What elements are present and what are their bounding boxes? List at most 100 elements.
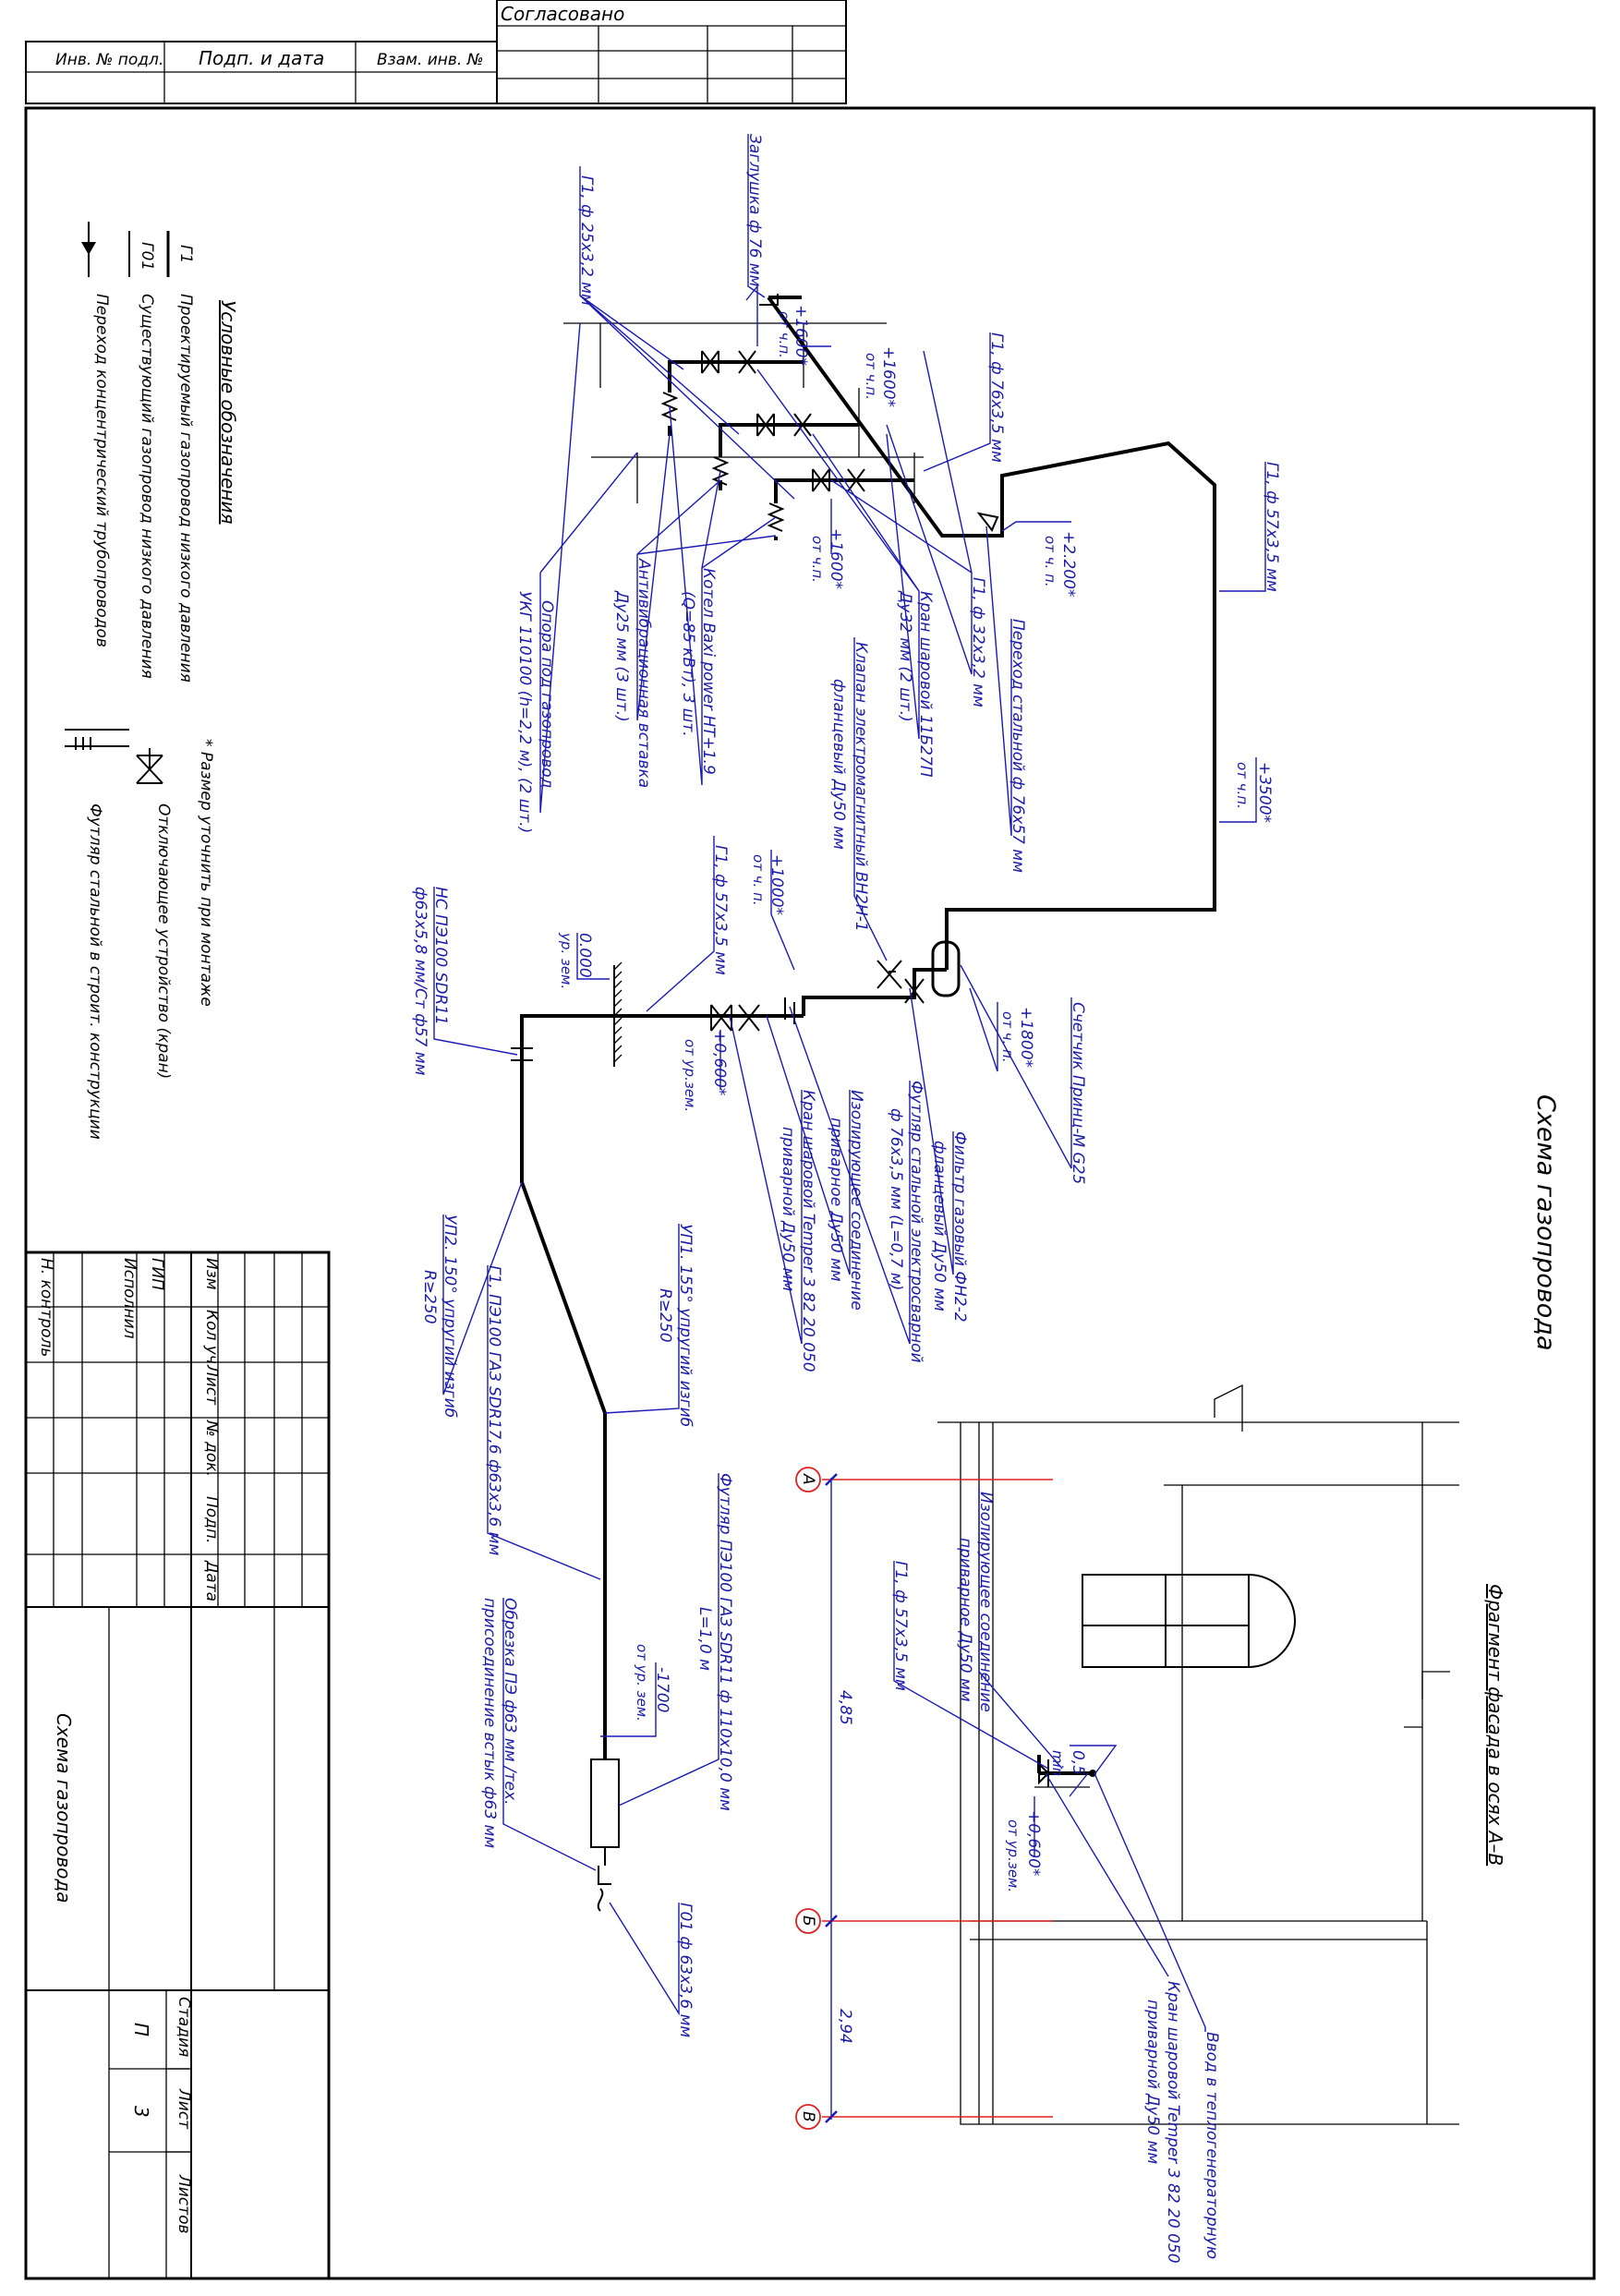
label-cut-1: Обрезка ПЭ ф63 мм /тех. bbox=[501, 1598, 519, 1805]
label-boiler-1: Котел Baxi power HT+1.9 bbox=[699, 568, 718, 775]
annotations: Заглушка ф 76 мм Г1, ф 25х3,2 мм Г1, ф 7… bbox=[411, 134, 1281, 2037]
label-boiler-2: (Q=85 кВт), 3 шт. bbox=[679, 591, 697, 737]
label-case-pe-2: L=1,0 м bbox=[695, 1607, 714, 1671]
label-valve32-1: Кран шаровой 11Б27П bbox=[916, 591, 935, 778]
facade-insul-2: приварное Ду50 мм bbox=[956, 1538, 974, 1702]
sleeve-symbol-icon bbox=[65, 729, 129, 750]
svg-text:+1800*: +1800* bbox=[1017, 1007, 1035, 1068]
level-mark-minus1700: -1700 от ур. зем. bbox=[600, 1644, 671, 1737]
axis-a-marker bbox=[795, 1467, 821, 1492]
svg-text:+1000*: +1000* bbox=[768, 854, 786, 915]
legend-g1-code: Г1 bbox=[176, 245, 195, 263]
svg-text:+1600*: +1600* bbox=[827, 528, 845, 589]
svg-text:от ур. зем.: от ур. зем. bbox=[634, 1644, 650, 1722]
level-mark-2200: +2.200* от ч. п. bbox=[1001, 521, 1078, 597]
branch-valves-icon bbox=[701, 350, 865, 492]
grid-axes: А Б В 4,85 2,94 bbox=[795, 1467, 1053, 2130]
facade-l0600-sub: от ур.зем. bbox=[1005, 1819, 1022, 1892]
label-reducer-1: Переход стальной ф 76х57 мм bbox=[1009, 619, 1027, 873]
label-valve50-1: Кран шаровой Temper 3 82 20 050 bbox=[799, 1090, 817, 1372]
label-bend150-1: УП2. 150° упругий изгиб bbox=[441, 1214, 459, 1418]
label-case-pe-1: Футляр ПЭ100 ГАЗ SDR11 ф 110х10,0 мм bbox=[716, 1473, 734, 1811]
label-solenoid-2: фланцевый Ду50 мм bbox=[829, 679, 848, 850]
legend-reducer-text: Переход концентрический трубопроводов bbox=[92, 294, 111, 647]
legend-note: * Размер уточнить при монтаже bbox=[197, 739, 215, 1007]
facade-insul-1: Изолирующее соединение bbox=[976, 1492, 995, 1712]
reducer-symbol-icon bbox=[81, 242, 96, 255]
axis-v-label: В bbox=[799, 2111, 817, 2122]
dim-485: 4,85 bbox=[836, 1690, 854, 1725]
break-line-2-icon bbox=[1214, 1384, 1243, 1432]
tb-isp: Исполнил bbox=[120, 1258, 139, 1339]
tb-listov: Листов bbox=[175, 2174, 193, 2234]
label-pe-ns-2: ф63х5,8 мм/Ст ф57 мм bbox=[411, 887, 429, 1076]
tb-list: Лист bbox=[202, 1364, 221, 1406]
window-icon bbox=[1082, 1574, 1296, 1668]
svg-text:от ч. п.: от ч. п. bbox=[750, 854, 767, 906]
label-g1-57-top: Г1, ф 57х3,5 мм bbox=[1263, 462, 1281, 592]
tb-gip: ГИП bbox=[148, 1258, 166, 1290]
label-g1-76: Г1, ф 76х3,5 мм bbox=[987, 332, 1006, 463]
svg-text:от ч. п.: от ч. п. bbox=[1042, 536, 1058, 587]
svg-text:-1700: -1700 bbox=[653, 1667, 671, 1712]
break-line-icon bbox=[1404, 1671, 1450, 1728]
legend-sleeve-text: Футляр стальной в строит. конструкции bbox=[86, 804, 104, 1140]
tb-izm: Изм bbox=[202, 1258, 221, 1290]
label-antivib-2: Ду25 мм (3 шт.) bbox=[612, 590, 631, 722]
facade-g1: Г1, ф 57х3,5 мм bbox=[891, 1561, 910, 1691]
svg-text:+1600*: +1600* bbox=[792, 305, 810, 366]
svg-text:от ч. п.: от ч. п. bbox=[999, 1011, 1016, 1063]
label-g01: Г01 ф 63х3,6 мм bbox=[676, 1903, 695, 2037]
inv-replace-label: Взам. инв. № bbox=[377, 51, 483, 69]
facade-valve-2: приварной Ду50 мм bbox=[1143, 2000, 1162, 2164]
svg-text:+3500*: +3500* bbox=[1255, 762, 1274, 823]
label-sleeve-1: Футляр стальной электросварной bbox=[907, 1081, 925, 1363]
facade-entry: Ввод в теплогенераторную bbox=[1203, 2032, 1221, 2259]
svg-text:+1600*: +1600* bbox=[879, 346, 898, 407]
axis-b-marker bbox=[795, 1908, 821, 1934]
level-mark-1600c: +1600* от ч.п. bbox=[809, 499, 845, 589]
level-mark-3500: +3500* от ч.п. bbox=[1219, 757, 1274, 823]
label-sleeve-2: ф 76х3,5 мм (L=0,7 м) bbox=[887, 1108, 905, 1290]
valve-temper-icon bbox=[710, 1004, 732, 1032]
label-bend150-2: R≥250 bbox=[420, 1270, 439, 1324]
svg-text:от ч.п.: от ч.п. bbox=[776, 311, 792, 358]
label-meter: Счетчик Принц-М G25 bbox=[1069, 1002, 1087, 1184]
gas-meter-icon bbox=[931, 940, 961, 997]
legend-g1-text: Проектируемый газопровод низкого давлени… bbox=[176, 294, 195, 683]
axis-v-marker bbox=[795, 2104, 821, 2130]
reducer-icon bbox=[976, 512, 999, 532]
label-g1-32: Г1, ф 32х3,2 мм bbox=[969, 577, 987, 707]
label-pe-ns-1: НС ПЭ100 SDR11 bbox=[431, 887, 450, 1025]
label-g1-57-mid: Г1, ф 57х3,5 мм bbox=[711, 845, 730, 975]
tb-data: Дата bbox=[202, 1560, 221, 1601]
valve-symbol-icon bbox=[136, 748, 163, 784]
filter-icon bbox=[904, 978, 925, 1004]
tb-list-value: 3 bbox=[130, 2106, 152, 2118]
svg-text:0.000: 0.000 bbox=[575, 933, 594, 978]
level-mark-1600a: +1600* от ч.п. bbox=[745, 284, 810, 366]
pipe-end-icon bbox=[597, 1847, 611, 1912]
label-support-2: УКГ 110100 (h=2,2 м), (2 шт.) bbox=[515, 591, 534, 833]
sleeve-wall-icon bbox=[784, 997, 795, 1024]
legend-g01-text: Существующий газопровод низкого давления bbox=[138, 294, 156, 679]
legend-g01-code: Г01 bbox=[138, 242, 156, 271]
label-g1-pe: Г1, ПЭ100 ГАЗ SDR17,6 ф63х3,6 мм bbox=[485, 1265, 503, 1555]
tb-name: Схема газопровода bbox=[53, 1713, 75, 1903]
sheet-title: Схема газопровода bbox=[1531, 1094, 1560, 1351]
label-support-1: Опора под газопровод bbox=[538, 600, 556, 788]
svg-text:от ур.зем.: от ур.зем. bbox=[682, 1039, 698, 1112]
label-filter-1: Фильтр газовый ФН2-2 bbox=[950, 1131, 969, 1323]
axis-b-label: Б bbox=[799, 1915, 817, 1927]
ground-hatch bbox=[613, 961, 623, 1067]
inv-orig-label: Инв. № подл. bbox=[55, 51, 163, 69]
label-bend155-2: R≥250 bbox=[656, 1288, 674, 1343]
label-insul-1: Изолирующее соединение bbox=[847, 1090, 865, 1311]
legend: Условные обозначения Г1 Проектируемый га… bbox=[65, 222, 239, 1140]
tb-kol: Кол уч bbox=[202, 1310, 221, 1364]
tb-podp: Подп. bbox=[202, 1496, 221, 1543]
label-filter-2: фланцевый Ду50 мм bbox=[930, 1141, 949, 1311]
svg-text:от ч.п.: от ч.п. bbox=[863, 353, 879, 400]
